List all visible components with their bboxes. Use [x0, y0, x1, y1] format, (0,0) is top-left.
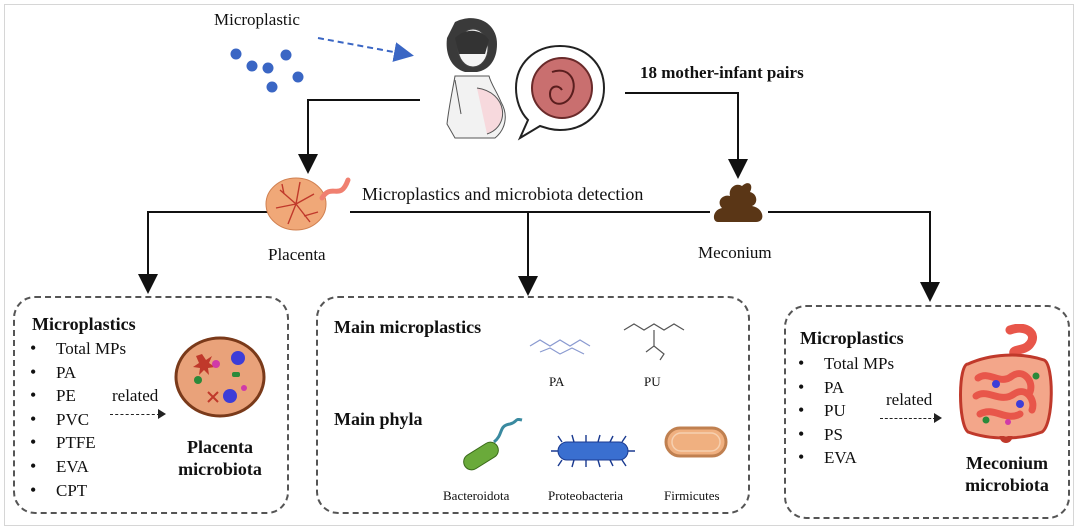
meconium-icon — [713, 183, 763, 222]
middle-panel — [316, 296, 750, 514]
list-item: CPT — [24, 479, 126, 503]
pa-label: PA — [549, 374, 565, 389]
pairs-label: 18 mother-infant pairs — [640, 63, 804, 82]
list-item: PTFE — [24, 431, 126, 455]
list-item: PA — [792, 376, 894, 400]
meconium-related-label: related — [886, 390, 933, 409]
main-microplastics-heading: Main microplastics — [334, 317, 482, 337]
list-item: PA — [24, 361, 126, 385]
pu-structure-icon — [623, 323, 685, 361]
bacteroidota-label: Bacteroidota — [443, 488, 510, 503]
meconium-to-right-panel-arrow — [768, 211, 940, 302]
list-item: EVA — [24, 455, 126, 479]
bacteroidota-icon — [463, 418, 523, 471]
list-item: Total MPs — [24, 337, 126, 361]
firmicutes-icon — [664, 426, 728, 458]
placenta-microbiota-icon — [174, 336, 266, 418]
meconium-label: Meconium — [698, 243, 772, 262]
meconium-related-arrow — [880, 413, 942, 423]
placenta-panel-heading: Microplastics — [32, 314, 136, 334]
meconium-panel-heading: Microplastics — [800, 328, 904, 348]
list-item: Total MPs — [792, 352, 894, 376]
placenta-icon — [265, 177, 351, 231]
list-item: PE — [24, 384, 126, 408]
placenta-label: Placenta — [268, 245, 326, 264]
detection-label: Microplastics and microbiota detection — [362, 184, 644, 204]
meconium-mp-list: Total MPs PA PU PS EVA — [792, 352, 894, 470]
meconium-panel — [784, 305, 1070, 519]
placenta-related-arrow — [110, 409, 166, 419]
list-item: EVA — [792, 446, 894, 470]
proteobacteria-icon — [551, 434, 635, 468]
mother-to-meconium-arrow — [625, 92, 748, 179]
placenta-panel — [13, 296, 289, 514]
pregnant-woman-icon — [446, 18, 506, 139]
list-item: PS — [792, 423, 894, 447]
placenta-microbiota-label: Placenta microbiota — [178, 437, 262, 479]
list-item: PU — [792, 399, 894, 423]
microplastic-arrow — [317, 37, 414, 62]
pa-structure-icon — [529, 339, 591, 355]
placenta-related-label: related — [112, 386, 159, 405]
intestine-icon — [959, 324, 1053, 443]
microplastic-label: Microplastic — [214, 10, 300, 29]
proteobacteria-label: Proteobacteria — [548, 488, 624, 503]
pu-label: PU — [644, 374, 661, 389]
microplastic-dots-icon — [230, 48, 304, 93]
meconium-microbiota-label: Meconium microbiota — [965, 453, 1049, 495]
placenta-mp-list: Total MPs PA PE PVC PTFE EVA CPT — [24, 337, 126, 502]
placenta-to-left-panel-arrow — [138, 211, 268, 294]
firmicutes-label: Firmicutes — [664, 488, 720, 503]
mother-to-placenta-arrow — [298, 99, 420, 174]
main-phyla-heading: Main phyla — [334, 409, 423, 429]
fetus-bubble-icon — [514, 44, 606, 141]
figure-frame — [4, 4, 1074, 526]
list-item: PVC — [24, 408, 126, 432]
